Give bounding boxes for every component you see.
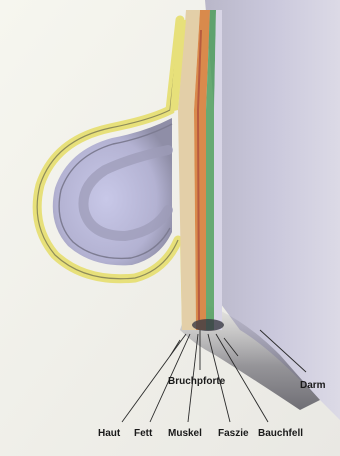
label-faszie: Faszie <box>218 428 249 439</box>
label-bauchfell: Bauchfell <box>258 428 303 439</box>
label-haut: Haut <box>98 428 121 439</box>
label-darm: Darm <box>300 380 326 391</box>
label-bruchpforte: Bruchpforte <box>168 376 226 387</box>
hernia-neck <box>192 319 224 331</box>
label-fett: Fett <box>134 428 153 439</box>
label-muskel: Muskel <box>168 428 202 439</box>
peritoneum-layer <box>214 10 222 330</box>
